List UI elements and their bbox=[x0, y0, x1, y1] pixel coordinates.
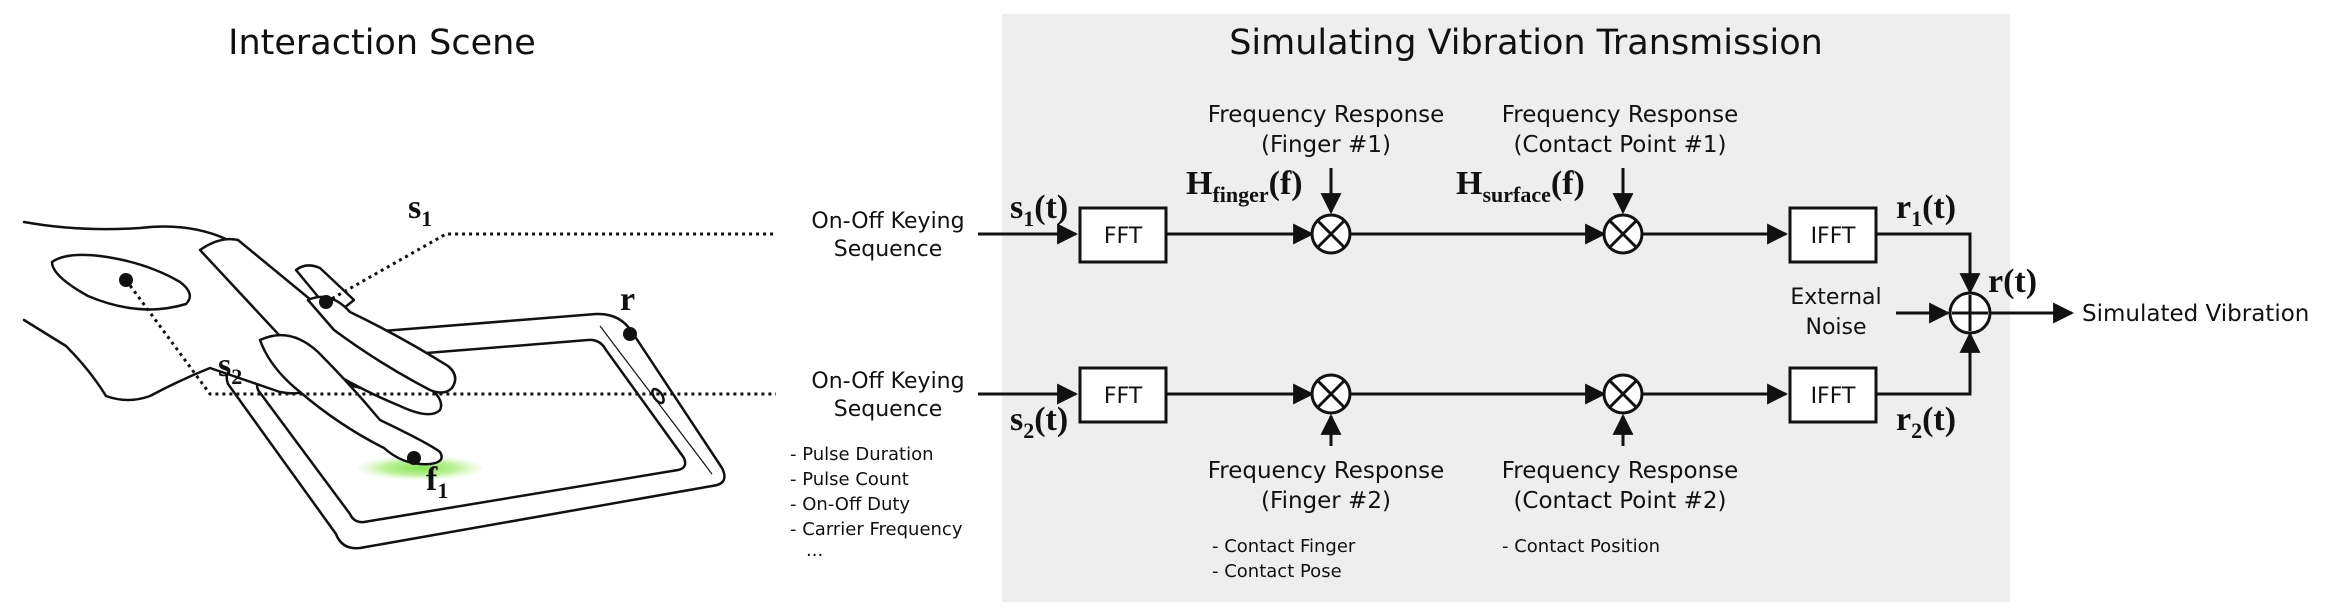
finger1-response-line2: (Finger #1) bbox=[1261, 132, 1391, 158]
arrow-ifft2-to-sum bbox=[1876, 331, 1981, 396]
fft-label-top: FFT bbox=[1104, 224, 1143, 249]
label-s2: s2 bbox=[218, 347, 242, 389]
external-noise-line1: External bbox=[1790, 285, 1881, 310]
finger-param-contact-finger: - Contact Finger bbox=[1212, 536, 1356, 557]
top-sequence-line2: Sequence bbox=[834, 237, 943, 262]
hand-illustration bbox=[22, 220, 457, 466]
ifft-block-bottom bbox=[1788, 366, 1878, 424]
finger-param-contact-pose: - Contact Pose bbox=[1212, 561, 1342, 582]
contact-glow bbox=[358, 456, 482, 480]
simulation-title: Simulating Vibration Transmission bbox=[1229, 23, 1823, 63]
contact2-response-line1: Frequency Response bbox=[1502, 458, 1739, 484]
contact-dot-f1 bbox=[407, 451, 421, 465]
external-noise-line2: Noise bbox=[1805, 315, 1866, 340]
summation-node bbox=[1948, 291, 1992, 335]
multiplier-contact1 bbox=[1602, 213, 1644, 255]
param-pulse-duration: - Pulse Duration bbox=[790, 444, 934, 465]
bottom-sequence-line1: On-Off Keying bbox=[811, 369, 964, 394]
fft-label-bottom: FFT bbox=[1104, 384, 1143, 409]
signal-s2t: s2(t) bbox=[1010, 401, 1068, 443]
h-finger-label: Hfinger(f) bbox=[1186, 165, 1303, 207]
param-carrier-frequency: - Carrier Frequency bbox=[790, 519, 963, 540]
dotted-line-s2 bbox=[124, 279, 776, 396]
interaction-scene-title: Interaction Scene bbox=[228, 23, 536, 63]
label-s1: s1 bbox=[408, 189, 432, 231]
ifft-label-bottom: IFFT bbox=[1811, 384, 1856, 409]
label-r: r bbox=[620, 281, 635, 318]
multiplier-finger2 bbox=[1310, 373, 1352, 415]
param-pulse-count: - Pulse Count bbox=[790, 469, 909, 490]
multiplier-finger1 bbox=[1310, 213, 1352, 255]
receiver-dot-r bbox=[623, 327, 637, 341]
finger2-response-line2: (Finger #2) bbox=[1261, 488, 1391, 514]
fft-block-bottom bbox=[1078, 366, 1168, 424]
h-surface-label: Hsurface(f) bbox=[1456, 165, 1585, 207]
contact2-response-line2: (Contact Point #2) bbox=[1513, 488, 1726, 514]
arrow-ifft1-to-sum bbox=[1876, 232, 1981, 295]
contact1-response-line1: Frequency Response bbox=[1502, 102, 1739, 128]
interaction-scene-panel: Interaction Scene s1 bbox=[22, 23, 776, 550]
fft-block-top bbox=[1078, 206, 1168, 264]
signal-r2t: r2(t) bbox=[1896, 401, 1956, 443]
ifft-label-top: IFFT bbox=[1811, 224, 1856, 249]
label-f1: f1 bbox=[426, 461, 448, 503]
param-on-off-duty: - On-Off Duty bbox=[790, 494, 910, 515]
bottom-sequence-line2: Sequence bbox=[834, 397, 943, 422]
simulated-vibration-label: Simulated Vibration bbox=[2082, 301, 2309, 327]
finger2-response-line1: Frequency Response bbox=[1208, 458, 1445, 484]
signal-rt: r(t) bbox=[1988, 263, 2037, 300]
simulation-panel-bg bbox=[1002, 14, 2010, 602]
input-sequences: On-Off Keying Sequence On-Off Keying Seq… bbox=[790, 209, 965, 561]
contact-param-contact-position: - Contact Position bbox=[1502, 536, 1660, 557]
simulation-panel: Simulating Vibration Transmission FFT IF… bbox=[978, 14, 2075, 602]
contact1-response-line2: (Contact Point #1) bbox=[1513, 132, 1726, 158]
dotted-line-s1 bbox=[325, 232, 776, 304]
finger1-response-line1: Frequency Response bbox=[1208, 102, 1445, 128]
ifft-block-top bbox=[1788, 206, 1878, 264]
signal-r1t: r1(t) bbox=[1896, 189, 1956, 231]
signal-s1t: s1(t) bbox=[1010, 189, 1068, 231]
top-sequence-line1: On-Off Keying bbox=[811, 209, 964, 234]
multiplier-contact2 bbox=[1602, 373, 1644, 415]
param-ellipsis: ... bbox=[806, 540, 823, 561]
